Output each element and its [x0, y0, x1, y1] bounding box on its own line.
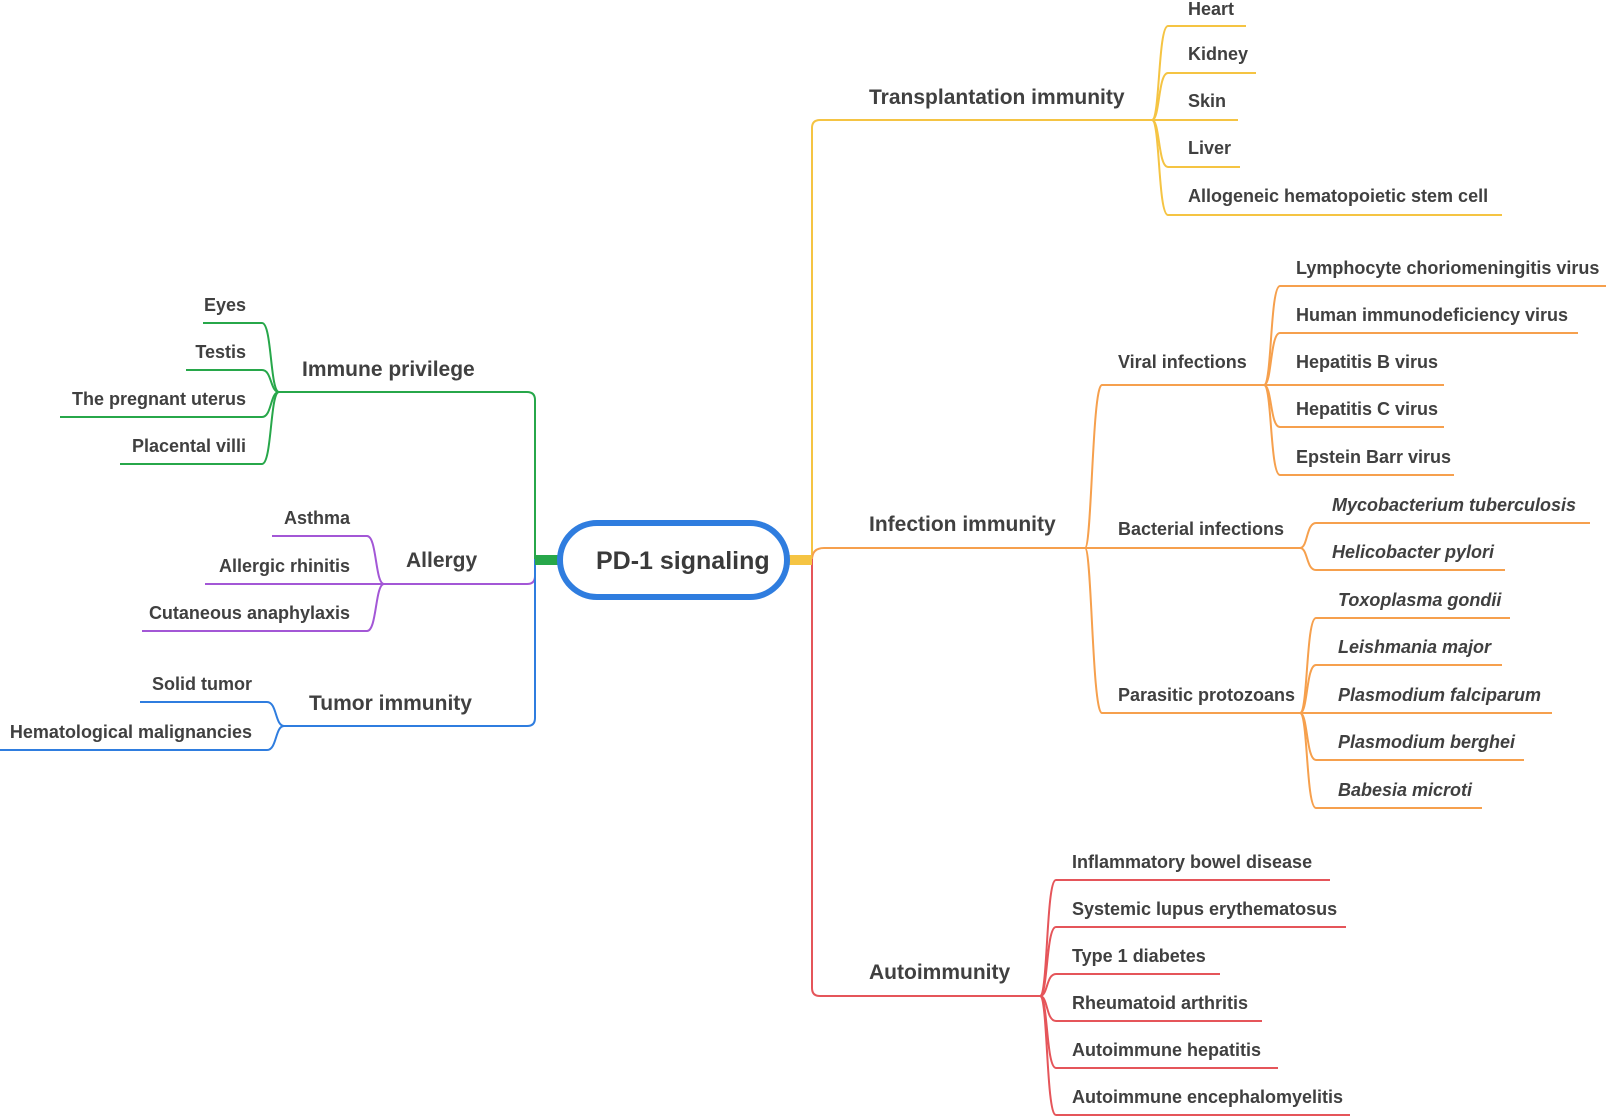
tumor-leaf[interactable]: Solid tumor: [152, 674, 252, 694]
root-left-connector: [535, 555, 560, 565]
root-right-connector: [787, 555, 812, 565]
infection-branch-label[interactable]: Infection immunity: [869, 513, 1056, 536]
immune-privilege-branch-label[interactable]: Immune privilege: [302, 358, 475, 381]
bacterial-leaf[interactable]: Mycobacterium tuberculosis: [1332, 495, 1577, 515]
allergy-leaf[interactable]: Allergic rhinitis: [218, 556, 350, 576]
allergy-leaf[interactable]: Cutaneous anaphylaxis: [148, 603, 350, 623]
immune-privilege-leaf[interactable]: Testis: [195, 342, 246, 362]
bacterial-subbranch-label[interactable]: Bacterial infections: [1118, 519, 1285, 539]
autoimmunity-leaf[interactable]: Systemic lupus erythematosus: [1072, 899, 1338, 919]
viral-leaf[interactable]: Hepatitis C virus: [1296, 399, 1439, 419]
immune-privilege-leaf[interactable]: The pregnant uterus: [71, 389, 246, 409]
transplant-branch-label[interactable]: Transplantation immunity: [869, 86, 1125, 109]
bacterial-leaf[interactable]: Helicobacter pylori: [1332, 542, 1495, 562]
viral-leaf[interactable]: Epstein Barr virus: [1296, 447, 1452, 467]
tumor-connectors: [0, 559, 560, 751]
viral-subbranch-label[interactable]: Viral infections: [1118, 352, 1247, 372]
autoimmunity-leaf[interactable]: Autoimmune encephalomyelitis: [1072, 1087, 1344, 1107]
autoimmunity-leaf[interactable]: Type 1 diabetes: [1072, 946, 1206, 966]
infection-connectors: [787, 285, 1606, 809]
transplant-leaf[interactable]: Skin: [1188, 91, 1227, 111]
viral-leaf[interactable]: Hepatitis B virus: [1296, 352, 1439, 372]
root-label: PD-1 signaling: [596, 547, 770, 575]
viral-leaf[interactable]: Lymphocyte choriomeningitis virus: [1296, 258, 1600, 278]
parasitic-leaf[interactable]: Babesia microti: [1338, 780, 1473, 800]
parasitic-leaf[interactable]: Toxoplasma gondii: [1338, 590, 1502, 610]
transplant-leaf[interactable]: Kidney: [1188, 44, 1249, 64]
parasitic-leaf[interactable]: Plasmodium falciparum: [1338, 685, 1542, 705]
allergy-connectors: [142, 535, 560, 632]
viral-leaf[interactable]: Human immunodeficiency virus: [1296, 305, 1569, 325]
parasitic-leaf[interactable]: Plasmodium berghei: [1338, 732, 1516, 752]
autoimmunity-leaf[interactable]: Rheumatoid arthritis: [1072, 993, 1249, 1013]
autoimmunity-branch-label[interactable]: Autoimmunity: [869, 961, 1011, 984]
immune-privilege-leaf[interactable]: Eyes: [203, 295, 246, 315]
immune-privilege-leaf[interactable]: Placental villi: [131, 436, 246, 456]
transplant-leaf[interactable]: Allogeneic hematopoietic stem cell: [1188, 186, 1489, 206]
autoimmunity-connectors: [787, 559, 1350, 1116]
allergy-leaf[interactable]: Asthma: [283, 508, 350, 528]
immune-privilege-connectors: [60, 322, 560, 561]
tumor-leaf[interactable]: Hematological malignancies: [9, 722, 252, 742]
transplant-connectors: [787, 25, 1502, 561]
parasitic-leaf[interactable]: Leishmania major: [1338, 637, 1492, 657]
parasitic-subbranch-label[interactable]: Parasitic protozoans: [1118, 685, 1296, 705]
root-node[interactable]: [557, 520, 790, 600]
transplant-leaf[interactable]: Liver: [1188, 138, 1232, 158]
transplant-leaf[interactable]: Heart: [1188, 0, 1235, 19]
tumor-branch-label[interactable]: Tumor immunity: [309, 692, 472, 715]
allergy-branch-label[interactable]: Allergy: [406, 549, 478, 572]
autoimmunity-leaf[interactable]: Inflammatory bowel disease: [1072, 852, 1313, 872]
autoimmunity-leaf[interactable]: Autoimmune hepatitis: [1072, 1040, 1262, 1060]
